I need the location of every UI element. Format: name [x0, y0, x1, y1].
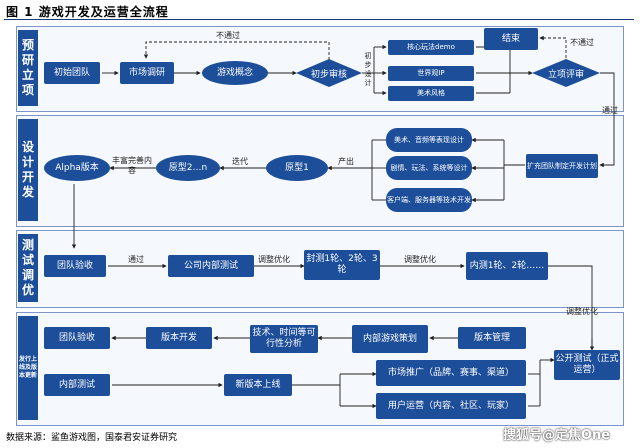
node-client-server: 客户端、服务器等技术开发 [386, 188, 472, 212]
edge-project-notpass [539, 35, 567, 58]
watermark-text: 搜狐号@定焦One [503, 428, 611, 443]
node-expand-team: 扩充团队制定开发计划 [526, 154, 598, 178]
phase-label-design: 设计开发 [18, 119, 38, 221]
node-project-review: 立项评审 [532, 59, 600, 87]
edge-label-tune-3: 调整优化 [566, 307, 598, 316]
node-version-mgmt: 版本管理 [458, 327, 526, 349]
edge-pass-design [599, 72, 615, 168]
node-team-accept-2: 团队验收 [44, 327, 110, 349]
node-open-beta: 内测1轮、2轮…… [466, 252, 548, 280]
node-internal-test-2: 内部测试 [44, 374, 110, 396]
phase-label-test: 测试调优 [18, 234, 38, 302]
edge-label-enrich: 丰富完善内容 [112, 156, 152, 175]
node-team-accept-1: 团队验收 [44, 255, 106, 277]
node-tech-feasibility: 技术、时间等可行性分析 [250, 325, 318, 353]
edge-label-tune-2: 调整优化 [404, 255, 436, 264]
node-version-dev: 版本开发 [146, 327, 212, 349]
node-marketing: 市场推广（品牌、赛事、渠道） [376, 360, 526, 386]
node-alpha: Alpha版本 [44, 155, 110, 181]
edge-label-output: 产出 [338, 157, 354, 166]
node-end: 结束 [484, 28, 538, 50]
phase-label-research: 预研立项 [18, 30, 38, 106]
node-initial-team: 初始团队 [44, 62, 100, 84]
node-internal-game-plan: 内部游戏策划 [352, 325, 428, 353]
node-core-gameplay: 核心玩法demo [388, 40, 474, 55]
node-prototype1: 原型1 [266, 155, 328, 181]
edge-label-pass-2: 通过 [128, 255, 144, 264]
edge-label-not-pass-1: 不通过 [216, 31, 240, 40]
node-game-concept: 游戏概念 [202, 61, 268, 85]
node-prototype2n: 原型2…n [156, 155, 220, 181]
node-internal-test-1: 公司内部测试 [168, 255, 254, 277]
node-art-style: 美术风格 [388, 86, 474, 101]
node-public-test: 公开测试（正式运营） [554, 350, 620, 380]
edge-label-not-pass-2: 不通过 [570, 38, 594, 47]
node-new-version-launch: 新版本上线 [224, 374, 292, 396]
node-initial-review: 初步审核 [296, 59, 362, 87]
edge-label-initial-setting: 初步设计 [364, 52, 372, 87]
title-rule [4, 19, 634, 20]
edge-label-tune-1: 调整优化 [258, 255, 290, 264]
node-user-ops: 用户运营（内容、社区、玩家） [376, 393, 526, 419]
edge-label-iterate: 迭代 [232, 157, 248, 166]
node-market-research: 市场调研 [120, 62, 174, 84]
edge-open-public [548, 265, 595, 351]
node-closed-beta: 封测1轮、2轮、3轮 [304, 250, 380, 280]
edge-review-notpass [143, 41, 330, 60]
node-art-audio: 美术、音频等表现设计 [386, 128, 472, 152]
node-world-ip: 世界观IP [388, 66, 474, 81]
edge-label-pass-1: 通过 [602, 106, 618, 115]
source-note: 数据来源：鲨鱼游戏图，国泰君安证券研究 [6, 433, 178, 443]
figure-title: 图 1 游戏开发及运营全流程 [6, 5, 169, 19]
node-plot-gameplay: 剧情、玩法、系统等设计 [386, 156, 472, 180]
phase-label-operate: 发行上线及版本更新 [18, 316, 38, 420]
